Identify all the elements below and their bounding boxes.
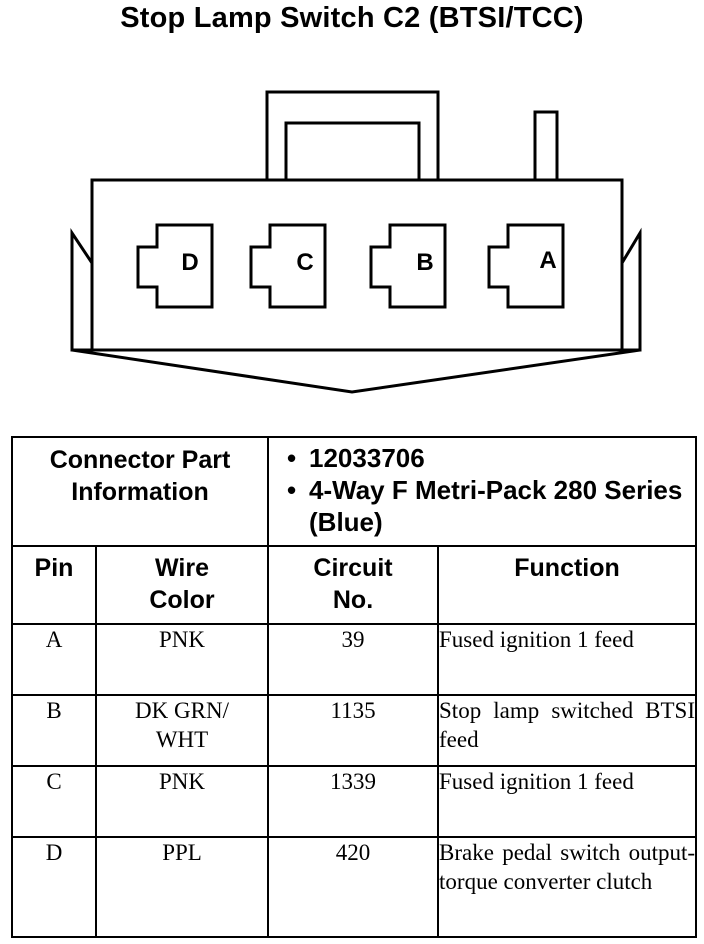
cavity-label-c: C xyxy=(296,249,313,276)
function-cell: Fused ignition 1 feed xyxy=(437,623,698,696)
wire-color-cell: PPL xyxy=(94,836,270,938)
connector-body xyxy=(90,178,624,352)
table-row: B DK GRN/ WHT 1135 Stop lamp switched BT… xyxy=(11,694,698,767)
col-header-wire-color: Wire Color xyxy=(94,545,270,625)
circuit-cell: 420 xyxy=(267,836,440,938)
function-cell: Fused ignition 1 feed xyxy=(437,765,698,838)
wire-color-cell: PNK xyxy=(94,623,270,696)
cavity-b xyxy=(369,223,447,309)
cavity-label-a: A xyxy=(539,247,556,274)
pin-cell: A xyxy=(11,623,97,696)
part-info-values: 12033706 4-Way F Metri-Pack 280 Series (… xyxy=(267,436,698,547)
bottom-v xyxy=(71,348,641,394)
circuit-cell: 39 xyxy=(267,623,440,696)
cavity-c xyxy=(249,223,327,309)
function-cell: Stop lamp switched BTSI feed xyxy=(437,694,698,767)
part-description: 4-Way F Metri-Pack 280 Series (Blue) xyxy=(287,474,695,538)
wire-color-cell: DK GRN/ WHT xyxy=(94,694,270,767)
cavity-d xyxy=(136,223,214,309)
part-number: 12033706 xyxy=(287,442,695,474)
wire-color-cell: PNK xyxy=(94,765,270,838)
cavity-label-b: B xyxy=(416,249,433,276)
connector-drawing: D C B A xyxy=(70,90,642,394)
table-row: D PPL 420 Brake pedal switch output-torq… xyxy=(11,836,698,938)
diagram-title: Stop Lamp Switch C2 (BTSI/TCC) xyxy=(120,2,584,34)
right-latch xyxy=(620,227,642,352)
part-info-row: Connector Part Information 12033706 4-Wa… xyxy=(10,436,698,547)
pin-cell: B xyxy=(11,694,97,767)
lock-tab xyxy=(265,90,440,180)
cavity-a xyxy=(487,223,565,309)
circuit-cell: 1339 xyxy=(267,765,440,838)
table-row: A PNK 39 Fused ignition 1 feed xyxy=(11,623,698,696)
part-info-label: Connector Part Information xyxy=(10,436,270,547)
pin-cell: C xyxy=(11,765,97,838)
cavity-label-d: D xyxy=(181,249,198,276)
lock-tab-inner xyxy=(284,121,421,180)
column-header-row: Pin Wire Color Circuit No. Function xyxy=(11,545,698,625)
left-latch xyxy=(70,228,94,352)
pinout-table: Connector Part Information 12033706 4-Wa… xyxy=(10,436,698,938)
pin-cell: D xyxy=(11,836,97,938)
locator-post xyxy=(533,110,559,180)
table-row: C PNK 1339 Fused ignition 1 feed xyxy=(11,765,698,838)
col-header-function: Function xyxy=(437,545,698,625)
circuit-cell: 1135 xyxy=(267,694,440,767)
function-cell: Brake pedal switch output-torque convert… xyxy=(437,836,698,938)
col-header-pin: Pin xyxy=(11,545,97,625)
col-header-circuit: Circuit No. xyxy=(267,545,440,625)
